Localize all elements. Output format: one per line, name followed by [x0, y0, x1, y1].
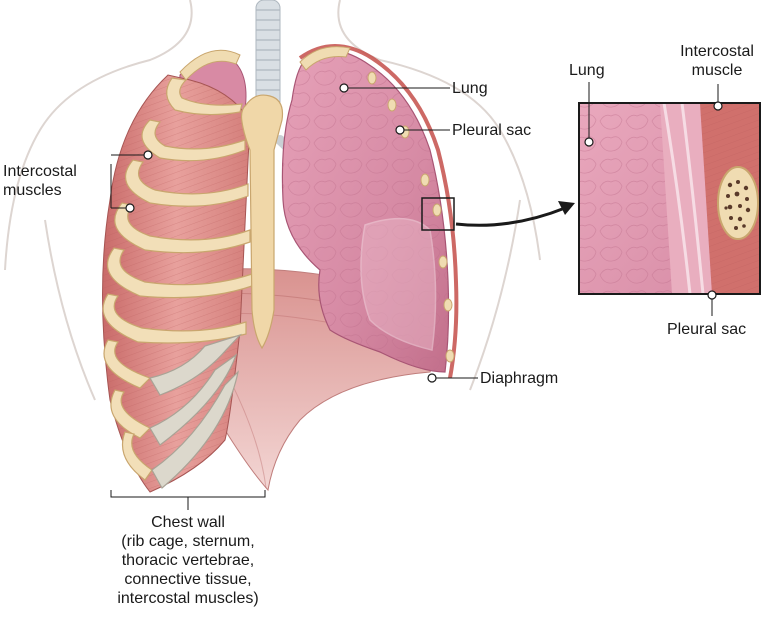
clavicle-left — [179, 49, 241, 81]
sternum — [240, 94, 284, 350]
label-inset-intercostal-muscle-line1: Intercostal — [680, 43, 754, 60]
leader-lines — [110, 82, 719, 510]
label-pleural-sac: Pleural sac — [452, 122, 532, 139]
label-inset-intercostal-muscle-line2: muscle — [691, 62, 743, 79]
label-chest-wall-line4: connective tissue, — [124, 571, 252, 588]
pleural-sac — [298, 44, 459, 379]
callout-box — [421, 197, 455, 231]
rib-cross-sections — [367, 71, 455, 363]
label-inset-intercostal-muscle: Intercostal muscle — [672, 42, 762, 80]
label-intercostal-muscles-line2: muscles — [3, 182, 62, 199]
label-chest-wall-line1: Chest wall — [151, 514, 225, 531]
label-inset-pleural-sac: Pleural sac — [667, 321, 747, 338]
label-chest-wall-line3: thoracic vertebrae, — [121, 552, 255, 569]
label-intercostal-muscles: Intercostal muscles — [3, 162, 77, 200]
inset-magnified-view — [578, 102, 761, 295]
label-chest-wall: Chest wall (rib cage, sternum, thoracic … — [108, 513, 268, 608]
ribs — [102, 77, 253, 489]
label-inset-lung: Lung — [569, 62, 605, 79]
label-chest-wall-line2: (rib cage, sternum, — [121, 533, 255, 550]
label-intercostal-muscles-line1: Intercostal — [3, 163, 77, 180]
callout-arrow — [455, 206, 566, 227]
inset-rib-cross-section — [717, 166, 759, 240]
body-outline — [4, 0, 541, 401]
label-chest-wall-line5: intercostal muscles) — [117, 590, 259, 607]
label-lung: Lung — [452, 80, 488, 97]
clavicle-right — [299, 46, 351, 71]
leader-dots — [125, 83, 723, 383]
label-diaphragm: Diaphragm — [480, 370, 559, 387]
